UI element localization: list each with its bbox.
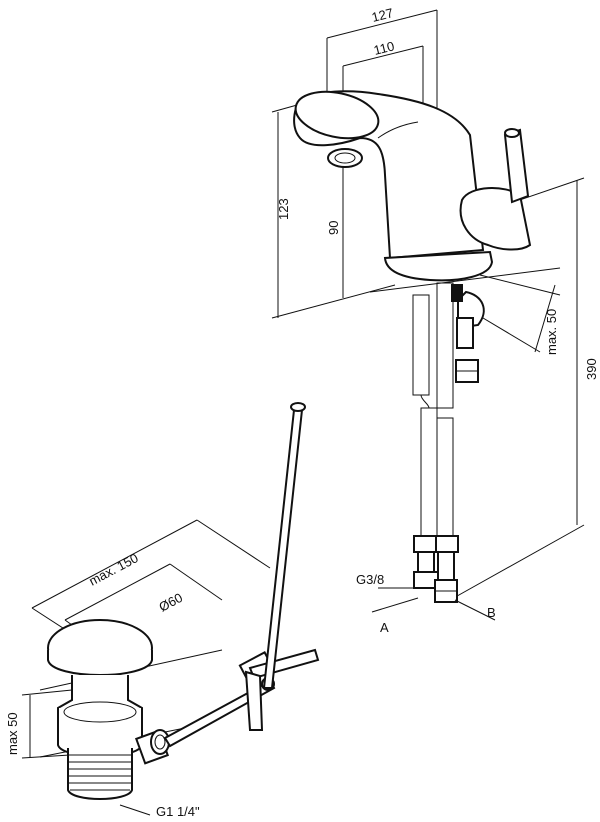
dim-110: 110	[372, 38, 396, 58]
mounting-bracket	[451, 284, 485, 383]
label-g3-8: G3/8	[356, 572, 384, 587]
drain-view	[21, 402, 320, 816]
lift-rod-knob	[290, 402, 306, 412]
aerator	[327, 148, 363, 168]
dim-123: 123	[276, 198, 291, 220]
label-g1-1-4: G1 1/4"	[156, 804, 200, 819]
threaded-stud	[451, 284, 463, 302]
lever-handle	[459, 128, 532, 251]
lift-rod	[262, 409, 304, 689]
dim-max-150: max. 150	[86, 550, 140, 588]
faucet-base	[383, 250, 494, 282]
faucet-view	[271, 9, 585, 621]
pivot-nut	[134, 729, 170, 765]
flexible-hoses	[412, 282, 459, 603]
faucet-dimension-lines	[271, 9, 585, 601]
dim-390: 390	[584, 358, 599, 380]
drain-thread	[67, 748, 133, 800]
label-b: B	[487, 605, 496, 620]
deck-line	[369, 267, 561, 293]
dim-90: 90	[326, 221, 341, 235]
label-a: A	[380, 620, 389, 635]
dim-max-50-drain: max 50	[5, 712, 20, 755]
dim-max-50-faucet: max. 50	[544, 309, 559, 355]
dim-127: 127	[370, 5, 395, 25]
dim-diameter-60: Ø60	[156, 590, 185, 615]
